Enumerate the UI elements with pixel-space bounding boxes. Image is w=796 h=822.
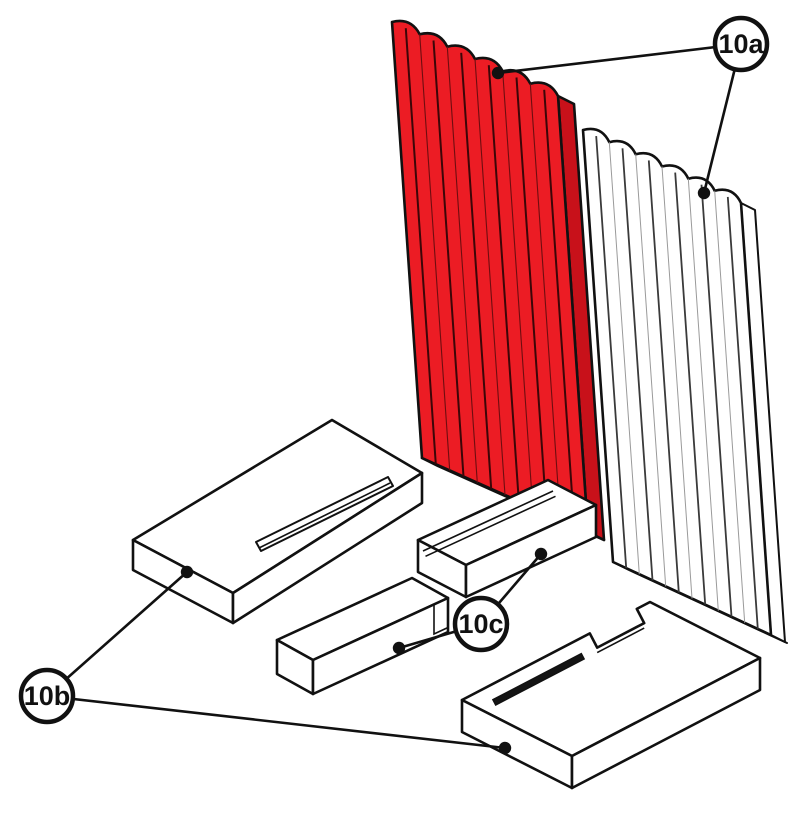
callout-bubble-10a [712, 15, 770, 73]
callout-label-10a: 10a [718, 29, 764, 59]
callout-10b: 10b [18, 565, 512, 755]
leader-dot-right-plate [498, 741, 512, 755]
middle-plate-front-face [464, 503, 598, 599]
back-panel-plain [581, 127, 788, 644]
bar-front-face [311, 596, 450, 696]
callout-10c: 10c [392, 547, 548, 655]
leader-dot-bar [392, 641, 406, 655]
leader-dot-red-panel [491, 66, 505, 80]
callout-bubble-10c [452, 595, 510, 653]
red-panel-flutes-valley [419, 34, 561, 520]
base-plate-left [131, 418, 424, 625]
leader-dot-middle-plate [534, 547, 548, 561]
right-plate-notch-shadow-line [596, 627, 645, 654]
leader-line-10b-to-right-plate [45, 694, 507, 750]
ledge-plate-middle [416, 478, 598, 599]
left-plate-slot-inner-line [258, 482, 391, 549]
bar-front [275, 576, 450, 696]
red-panel-flutes-ridge [404, 28, 576, 526]
white-panel-flutes-ridge [595, 136, 759, 629]
base-plate-right [460, 600, 762, 790]
leader-dot-left-plate [180, 565, 194, 579]
white-panel-flutes-valley [608, 142, 746, 623]
callout-10a: 10a [491, 15, 770, 200]
leader-line-10b-to-left-plate [45, 570, 189, 698]
bar-end-notch-lines [433, 604, 449, 636]
left-plate-front-right-face [231, 471, 424, 625]
right-plate-front-right-face [570, 656, 762, 790]
right-plate-groove [491, 652, 586, 707]
callout-bubble-10b [18, 667, 76, 725]
leader-line-10a-to-red-panel [496, 42, 743, 75]
callout-label-10c: 10c [458, 609, 503, 639]
middle-plate-step-lines [422, 490, 556, 558]
callout-label-10b: 10b [24, 681, 71, 711]
leader-dot-white-panel [697, 186, 711, 200]
back-panel-highlighted [390, 19, 606, 542]
